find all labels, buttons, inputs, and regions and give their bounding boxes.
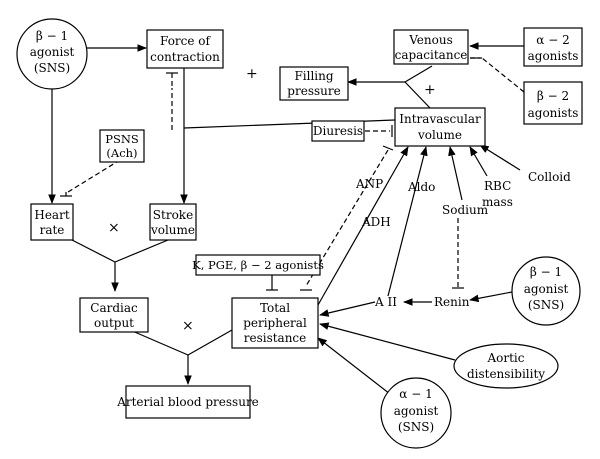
node-text: PSNS <box>105 132 139 146</box>
label-times-left: × <box>108 220 120 236</box>
node-venous-capacitance: Venous capacitance <box>393 29 469 65</box>
node-text: rate <box>40 223 65 237</box>
node-text: Heart <box>34 208 69 222</box>
arrow-beta1-right-to-renin <box>469 291 513 303</box>
arrow-adh <box>317 146 409 306</box>
node-text: (SNS) <box>34 61 70 75</box>
inhibit-bar-anp-top <box>382 145 394 151</box>
node-diuresis: Diuresis <box>311 120 365 142</box>
connectors <box>48 42 525 395</box>
node-intravascular-volume: Intravascular volume <box>394 107 486 147</box>
node-beta1-sns-right: β − 1 agonist (SNS) <box>511 256 581 326</box>
label-colloid: Colloid <box>528 170 571 184</box>
node-text: contraction <box>150 50 220 64</box>
node-text: agonist <box>30 45 75 59</box>
node-text: (Ach) <box>106 146 137 160</box>
arrow-aldo <box>387 146 428 297</box>
node-text: K, PGE, β − 2 agonists <box>192 258 324 272</box>
line-co-merge <box>129 329 189 356</box>
label-mass: mass <box>482 195 513 209</box>
node-stroke-volume: Stroke volume <box>149 203 197 241</box>
node-text: Intravascular <box>399 112 481 126</box>
node-alpha1-sns: α − 1 agonist (SNS) <box>380 377 452 449</box>
node-text: Arterial blood pressure <box>116 395 259 409</box>
label-sodium: Sodium <box>442 203 489 217</box>
label-times-bottom: × <box>182 318 194 334</box>
node-arterial-blood-pressure: Arterial blood pressure <box>116 385 259 419</box>
label-plus-right: + <box>424 82 436 98</box>
node-text: peripheral <box>243 316 307 330</box>
node-heart-rate: Heart rate <box>30 203 74 241</box>
node-text: output <box>94 316 134 330</box>
node-text: volume <box>150 223 195 237</box>
node-alpha2-agonists: α − 2 agonists <box>523 27 583 67</box>
arrow-alpha1-to-tpr <box>317 337 391 395</box>
node-text: resistance <box>244 331 307 345</box>
node-text: capacitance <box>395 48 468 62</box>
node-force-of-contraction: Force of contraction <box>146 29 224 69</box>
arrow-rbc <box>469 146 488 177</box>
node-text: Cardiac <box>90 301 138 315</box>
node-beta1-sns-left: β − 1 agonist (SNS) <box>16 18 88 90</box>
arrow-aortic-to-tpr <box>319 322 456 361</box>
line-tpr-merge <box>187 329 233 356</box>
node-text: β − 1 <box>530 265 562 279</box>
arrow-colloid <box>479 144 521 171</box>
node-text: β − 2 <box>537 89 569 103</box>
arrow-sodium <box>448 146 463 201</box>
node-text: agonists <box>528 106 579 120</box>
node-aortic-distensibility: Aortic distensibility <box>453 343 559 389</box>
label-renin: Renin <box>434 295 470 309</box>
node-text: Aortic <box>486 351 524 365</box>
line-intravascular-merge <box>404 81 431 109</box>
node-text: Filling <box>294 69 333 83</box>
node-text: β − 1 <box>36 29 68 43</box>
node-psns-ach: PSNS (Ach) <box>99 129 145 163</box>
node-text: agonist <box>394 404 439 418</box>
node-text: α − 2 <box>536 33 569 47</box>
dashed-beta2-to-venous <box>481 57 525 93</box>
arrow-a2-to-tpr <box>319 301 376 317</box>
node-text: (SNS) <box>398 420 434 434</box>
node-text: α − 1 <box>399 387 432 401</box>
label-plus-top: + <box>246 66 258 82</box>
label-anp: ANP <box>355 177 383 191</box>
node-text: Force of <box>160 34 211 48</box>
node-cardiac-output: Cardiac output <box>79 297 149 333</box>
node-beta2-agonists: β − 2 agonists <box>523 81 583 125</box>
line-sv-merge <box>114 239 169 263</box>
node-text: Total <box>260 301 290 315</box>
node-filling-pressure: Filling pressure <box>279 66 349 101</box>
node-text: (SNS) <box>528 298 564 312</box>
line-hr-merge <box>71 239 116 263</box>
node-total-peripheral-resistance: Total peripheral resistance <box>231 297 319 349</box>
node-text: pressure <box>287 84 340 98</box>
label-aldo: Aldo <box>407 180 435 194</box>
label-rbc: RBC <box>484 179 511 193</box>
node-text: agonist <box>524 282 569 296</box>
node-text: volume <box>417 128 462 142</box>
line-venous-merge <box>404 65 433 83</box>
node-text: agonists <box>528 49 579 63</box>
node-k-pge-beta2: K, PGE, β − 2 agonists <box>192 254 324 276</box>
node-text: distensibility <box>467 367 545 381</box>
node-text: Stroke <box>153 208 193 222</box>
node-text: Venous <box>408 33 453 47</box>
label-a2: A II <box>374 295 397 309</box>
label-adh: ADH <box>361 215 391 229</box>
dashed-psns-to-heart-rate <box>67 159 121 193</box>
node-text: Diuresis <box>313 124 363 138</box>
